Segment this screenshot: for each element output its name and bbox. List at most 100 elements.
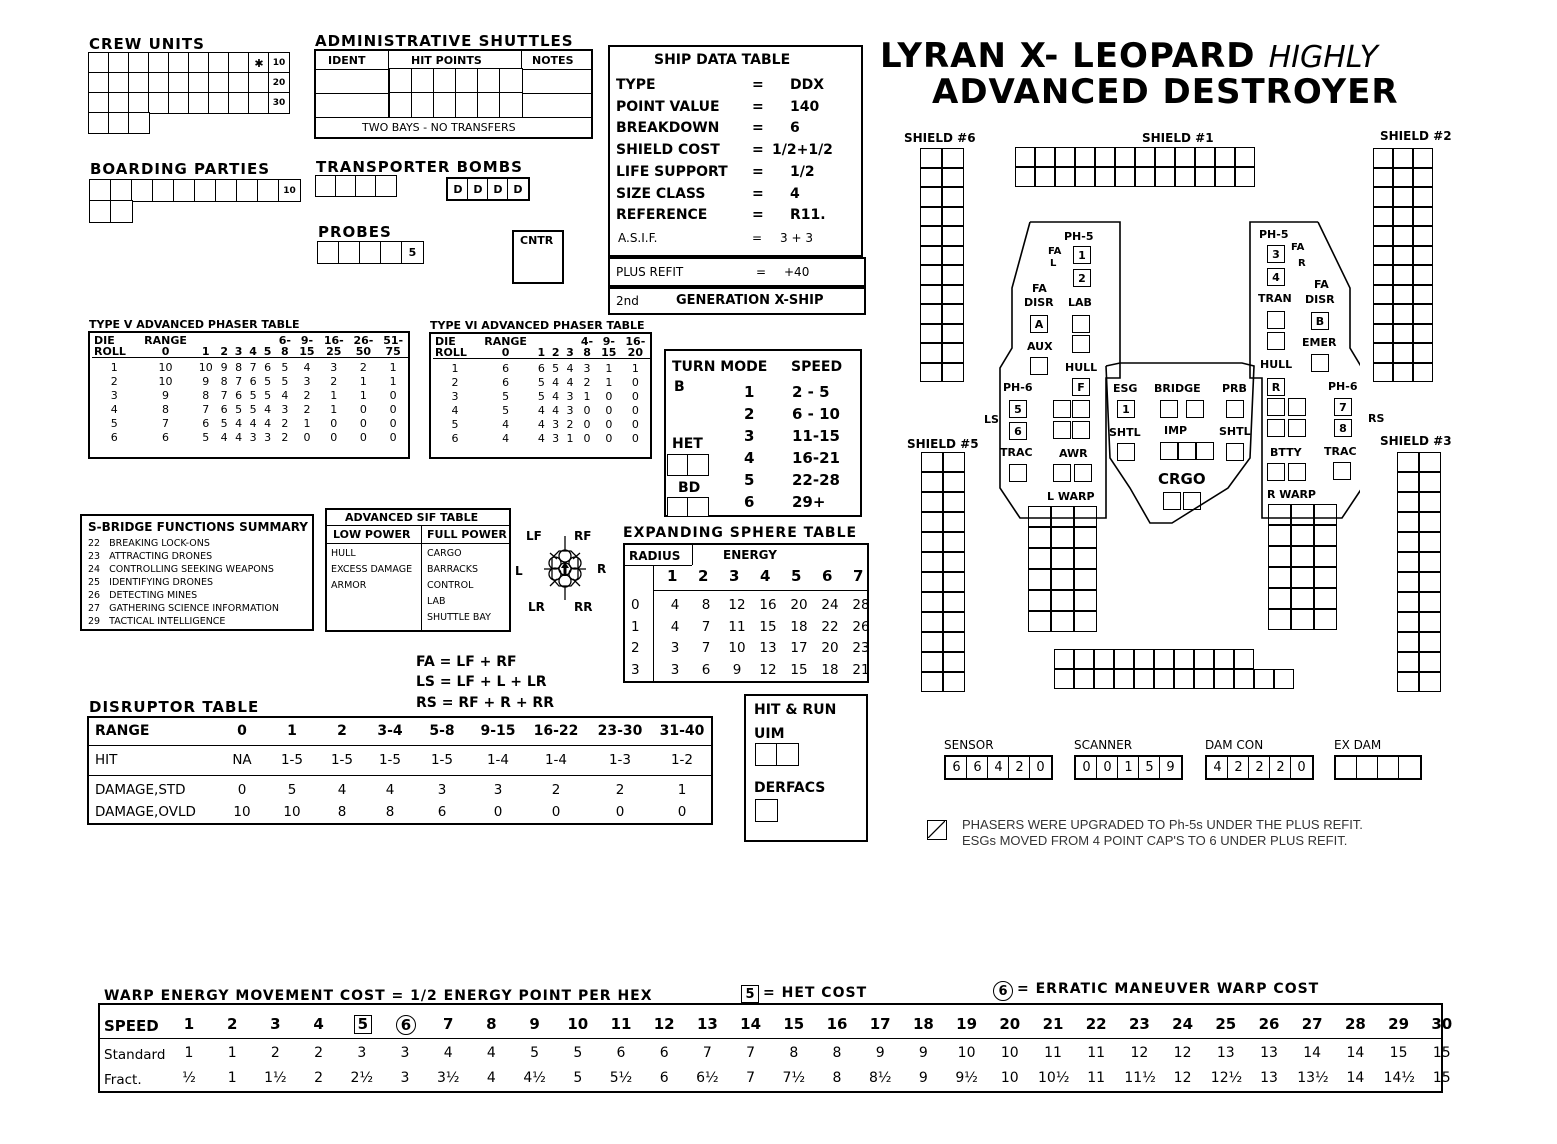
shield-4-box[interactable] bbox=[1094, 669, 1114, 689]
shield-3-box[interactable] bbox=[1419, 472, 1441, 492]
phaser-5-box[interactable]: 5 bbox=[1009, 400, 1027, 418]
probe-launcher-box[interactable] bbox=[1226, 400, 1244, 418]
shield-2-box[interactable] bbox=[1413, 245, 1433, 265]
crew-unit-box[interactable] bbox=[148, 92, 170, 114]
ssd-box[interactable] bbox=[1267, 398, 1285, 416]
left-warp-box[interactable] bbox=[1028, 548, 1051, 569]
battery-box[interactable] bbox=[1288, 463, 1306, 481]
shield-2-box[interactable] bbox=[1413, 148, 1433, 168]
shield-4-box[interactable] bbox=[1074, 649, 1094, 669]
track-box[interactable]: 2 bbox=[1248, 756, 1271, 779]
hull-r-box[interactable]: R bbox=[1267, 378, 1285, 396]
shield-1-box[interactable] bbox=[1155, 167, 1175, 187]
crew-unit-box[interactable] bbox=[148, 52, 170, 74]
shuttle2-hitpoints[interactable] bbox=[389, 92, 523, 118]
damage-box[interactable] bbox=[338, 241, 361, 264]
shield-5-box[interactable] bbox=[921, 612, 943, 632]
ssd-box[interactable] bbox=[1072, 421, 1090, 439]
track-box[interactable]: 6 bbox=[966, 756, 989, 779]
crew-unit-box[interactable] bbox=[88, 112, 110, 134]
dummy-bomb-box[interactable]: D bbox=[507, 178, 529, 200]
shield-1-box[interactable] bbox=[1115, 147, 1135, 167]
track-box[interactable]: 9 bbox=[1159, 756, 1182, 779]
shield-2-box[interactable] bbox=[1373, 226, 1393, 246]
shield-6-box[interactable] bbox=[942, 323, 964, 343]
dummy-bomb-box[interactable]: D bbox=[487, 178, 509, 200]
damage-box[interactable] bbox=[667, 454, 689, 476]
right-warp-box[interactable] bbox=[1291, 567, 1314, 588]
shield-3-box[interactable] bbox=[1419, 532, 1441, 552]
bridge-box[interactable] bbox=[1186, 400, 1204, 418]
track-box[interactable]: 5 bbox=[1138, 756, 1161, 779]
boarding-threshold[interactable]: 10 bbox=[278, 179, 301, 202]
shield-5-box[interactable] bbox=[921, 572, 943, 592]
shield-6-box[interactable] bbox=[920, 265, 942, 285]
damage-box[interactable] bbox=[433, 92, 457, 118]
het-boxes[interactable] bbox=[667, 454, 709, 476]
shield-5-box[interactable] bbox=[921, 512, 943, 532]
shield-2-box[interactable] bbox=[1393, 148, 1413, 168]
shield-5-box[interactable] bbox=[943, 492, 965, 512]
damage-box[interactable] bbox=[455, 68, 479, 94]
derfacs-box[interactable] bbox=[755, 799, 778, 822]
ssd-box[interactable] bbox=[1267, 332, 1285, 350]
shield-3-box[interactable] bbox=[1419, 672, 1441, 692]
ssd-box[interactable] bbox=[1267, 419, 1285, 437]
boarding-party-box[interactable] bbox=[131, 179, 154, 202]
shield-5-box[interactable] bbox=[921, 472, 943, 492]
track-box[interactable]: 4 bbox=[987, 756, 1010, 779]
shield-4-box[interactable] bbox=[1054, 669, 1074, 689]
right-warp-box[interactable] bbox=[1314, 567, 1337, 588]
shield-2-box[interactable] bbox=[1393, 226, 1413, 246]
left-warp-box[interactable] bbox=[1074, 548, 1097, 569]
shield-1-box[interactable] bbox=[1195, 167, 1215, 187]
crew-unit-box[interactable] bbox=[248, 72, 270, 94]
impulse-box[interactable] bbox=[1178, 442, 1196, 460]
ssd-box[interactable] bbox=[1072, 315, 1090, 333]
shield-5-box[interactable] bbox=[921, 672, 943, 692]
shield-1-box[interactable] bbox=[1155, 147, 1175, 167]
shield-2-box[interactable] bbox=[1413, 343, 1433, 363]
boarding-party-box[interactable] bbox=[152, 179, 175, 202]
esg-box[interactable]: 1 bbox=[1117, 400, 1135, 418]
shield-6-box[interactable] bbox=[942, 226, 964, 246]
shield-4-box[interactable] bbox=[1054, 649, 1074, 669]
right-warp-box[interactable] bbox=[1314, 546, 1337, 567]
right-warp-box[interactable] bbox=[1268, 546, 1291, 567]
damage-box[interactable] bbox=[335, 175, 357, 197]
shield-5-box[interactable] bbox=[943, 472, 965, 492]
crew-unit-mark[interactable]: ✱ bbox=[248, 52, 270, 74]
dummy-bomb-box[interactable]: D bbox=[447, 178, 469, 200]
damage-box[interactable] bbox=[477, 68, 501, 94]
crew-unit-box[interactable] bbox=[228, 52, 250, 74]
shield-1-box[interactable] bbox=[1235, 147, 1255, 167]
shield-1-box[interactable] bbox=[1015, 167, 1035, 187]
left-warp-box[interactable] bbox=[1028, 527, 1051, 548]
left-warp-box[interactable] bbox=[1051, 527, 1074, 548]
tractor-box[interactable] bbox=[1009, 464, 1027, 482]
shield-2-box[interactable] bbox=[1413, 187, 1433, 207]
crew-unit-threshold[interactable]: 20 bbox=[268, 72, 290, 94]
shield-4-box[interactable] bbox=[1214, 649, 1234, 669]
shield-6-box[interactable] bbox=[920, 323, 942, 343]
track-box[interactable]: 0 bbox=[1029, 756, 1052, 779]
shield-1-box[interactable] bbox=[1075, 147, 1095, 167]
damage-box[interactable] bbox=[776, 743, 799, 766]
shield-2-box[interactable] bbox=[1373, 343, 1393, 363]
shield-4-box[interactable] bbox=[1154, 649, 1174, 669]
crew-unit-box[interactable] bbox=[168, 52, 190, 74]
shield-6-box[interactable] bbox=[920, 187, 942, 207]
cargo-box[interactable] bbox=[1183, 492, 1201, 510]
right-warp-box[interactable] bbox=[1314, 504, 1337, 525]
shield-2-box[interactable] bbox=[1393, 343, 1413, 363]
shield-3-box[interactable] bbox=[1397, 672, 1419, 692]
shield-3-box[interactable] bbox=[1397, 532, 1419, 552]
right-warp-box[interactable] bbox=[1291, 588, 1314, 609]
shield-3-box[interactable] bbox=[1419, 632, 1441, 652]
shield-5-box[interactable] bbox=[921, 452, 943, 472]
damage-box[interactable] bbox=[499, 68, 523, 94]
shield-1-box[interactable] bbox=[1215, 147, 1235, 167]
